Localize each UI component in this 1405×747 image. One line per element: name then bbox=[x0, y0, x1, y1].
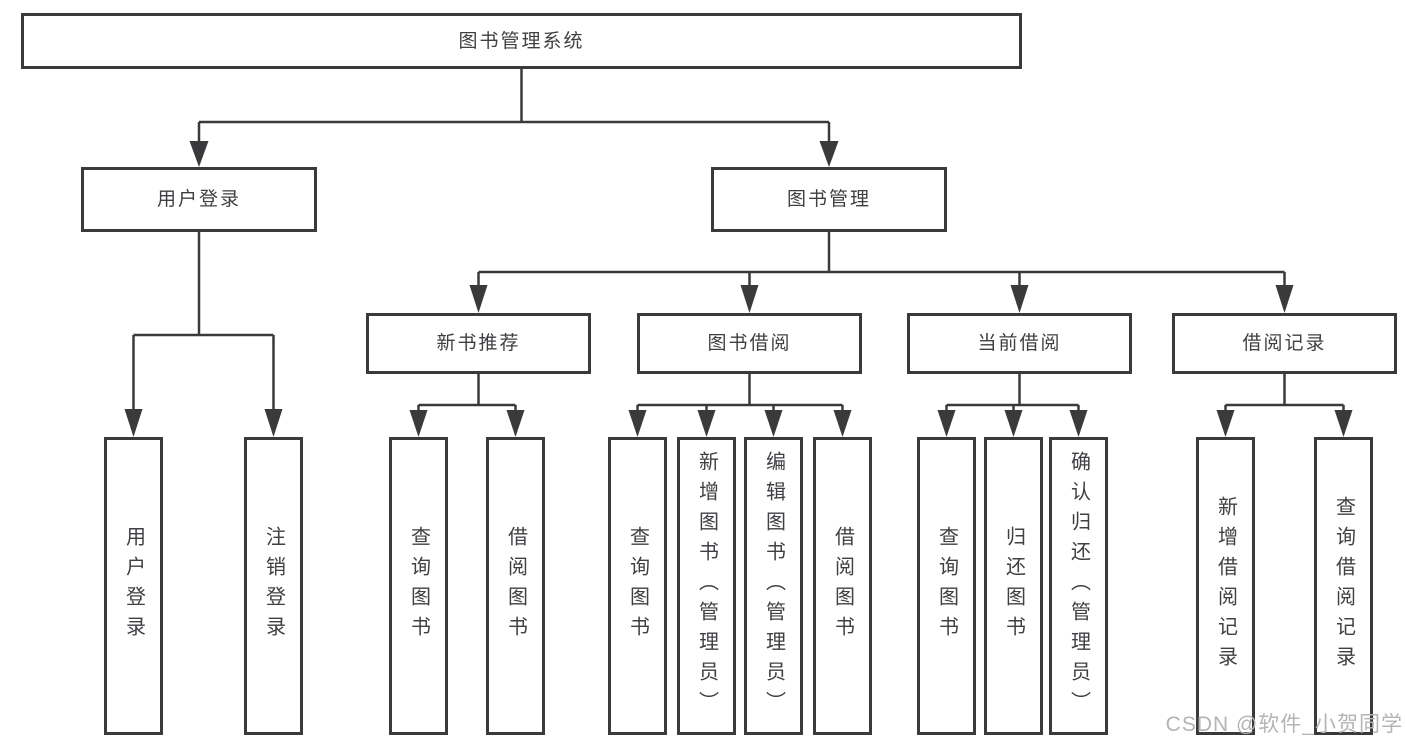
csdn-watermark: CSDN @软件_小贺同学 bbox=[1165, 713, 1403, 736]
leaf-confirm-return-admin-label: 确认归还（管理员） bbox=[1067, 451, 1090, 721]
leaf-borrow-books-recommend: 借阅图书 bbox=[486, 437, 545, 735]
leaf-borrow-books-borrow: 借阅图书 bbox=[813, 437, 872, 735]
leaf-query-books-recommend-label: 查询图书 bbox=[407, 526, 430, 646]
leaf-add-borrow-record-label: 新增借阅记录 bbox=[1214, 496, 1237, 676]
connector-book-borrowing-to-leaves bbox=[628, 374, 852, 437]
leaf-query-books-recommend: 查询图书 bbox=[389, 437, 448, 735]
leaf-query-borrow-record-label: 查询借阅记录 bbox=[1332, 496, 1355, 676]
leaf-add-borrow-record: 新增借阅记录 bbox=[1196, 437, 1255, 735]
leaf-query-books-current-label: 查询图书 bbox=[935, 526, 958, 646]
leaf-add-book-admin: 新增图书（管理员） bbox=[677, 437, 736, 735]
node-book-borrowing: 图书借阅 bbox=[637, 313, 862, 374]
node-user-login: 用户登录 bbox=[81, 167, 317, 232]
node-borrowing-records: 借阅记录 bbox=[1172, 313, 1397, 374]
leaf-logout: 注销登录 bbox=[244, 437, 303, 735]
leaf-user-login-label: 用户登录 bbox=[122, 526, 145, 646]
node-current-borrowing: 当前借阅 bbox=[907, 313, 1132, 374]
connector-user-login-to-leaves bbox=[124, 232, 283, 437]
leaf-query-books-borrow: 查询图书 bbox=[608, 437, 667, 735]
leaf-query-books-current: 查询图书 bbox=[917, 437, 976, 735]
connector-borrowing-records-to-leaves bbox=[1216, 374, 1353, 437]
leaf-confirm-return-admin: 确认归还（管理员） bbox=[1049, 437, 1108, 735]
leaf-logout-label: 注销登录 bbox=[262, 526, 285, 646]
leaf-query-books-borrow-label: 查询图书 bbox=[626, 526, 649, 646]
node-new-book-recommend: 新书推荐 bbox=[366, 313, 591, 374]
leaf-return-books: 归还图书 bbox=[984, 437, 1043, 735]
leaf-query-borrow-record: 查询借阅记录 bbox=[1314, 437, 1373, 735]
leaf-borrow-books-recommend-label: 借阅图书 bbox=[504, 526, 527, 646]
node-book-management: 图书管理 bbox=[711, 167, 947, 232]
connector-new-book-recommend-to-leaves bbox=[409, 374, 525, 437]
connector-current-borrowing-to-leaves bbox=[937, 374, 1088, 437]
leaf-edit-book-admin-label: 编辑图书（管理员） bbox=[762, 451, 785, 721]
leaf-add-book-admin-label: 新增图书（管理员） bbox=[695, 451, 718, 721]
node-library-management-system: 图书管理系统 bbox=[21, 13, 1022, 69]
connector-root-to-level2 bbox=[189, 69, 839, 167]
leaf-return-books-label: 归还图书 bbox=[1002, 526, 1025, 646]
connector-book-management-to-level3 bbox=[469, 232, 1294, 313]
leaf-borrow-books-borrow-label: 借阅图书 bbox=[831, 526, 854, 646]
leaf-user-login: 用户登录 bbox=[104, 437, 163, 735]
leaf-edit-book-admin: 编辑图书（管理员） bbox=[744, 437, 803, 735]
